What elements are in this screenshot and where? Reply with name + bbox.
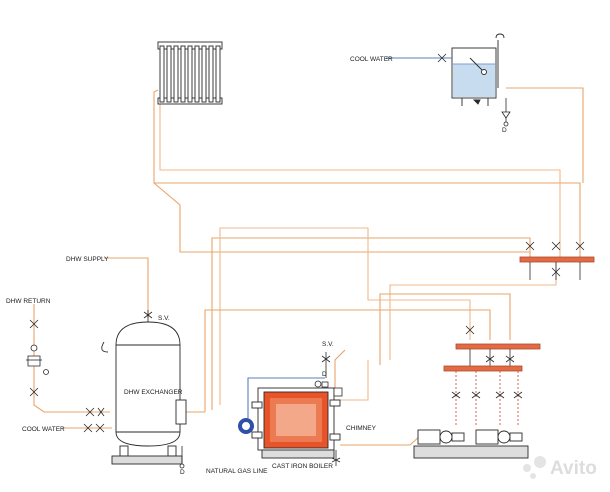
label-drain-top: D	[502, 127, 507, 134]
exchanger-base	[111, 455, 183, 465]
manifold-valves	[451, 325, 523, 399]
pump-1	[417, 429, 465, 445]
boiler-to-pumps-pipe	[340, 435, 421, 446]
watermark-text: Avito	[550, 458, 597, 479]
chimney	[333, 387, 343, 397]
header-feed-pipe-3	[204, 309, 491, 412]
overflow-pipe	[495, 33, 505, 88]
label-dhw-supply: DHW SUPPLY	[66, 256, 109, 263]
expansion-tank	[451, 33, 505, 106]
supply-manifold	[455, 343, 541, 366]
diagram-labels: COOL WATER DHW SUPPLY DHW RETURN COOL WA…	[6, 56, 507, 476]
boiler-base	[261, 449, 335, 459]
sv-exchanger-valve	[143, 310, 153, 322]
exchanger-flange	[175, 399, 187, 425]
boiler-header-pipe	[338, 360, 369, 401]
boiler-cold-feed-pipe	[247, 377, 325, 418]
boiler-drain	[331, 450, 341, 466]
dhw-supply-pipe	[104, 257, 149, 318]
cast-iron-boiler	[251, 387, 341, 459]
expansion-tank-water	[453, 64, 495, 97]
label-cast-iron-boiler: CAST IRON BOILER	[272, 463, 333, 470]
label-sv-boiler: S.V.	[322, 341, 334, 348]
label-dhw-return: DHW RETURN	[6, 298, 51, 305]
upper-header	[519, 256, 595, 280]
dhw-return-pipe	[33, 304, 110, 413]
expansion-line-pipe	[506, 87, 584, 183]
radiator	[157, 41, 223, 105]
label-natural-gas-line: NATURAL GAS LINE	[206, 468, 268, 475]
sv-boiler-valve	[321, 352, 331, 378]
exchanger-drain	[179, 446, 185, 469]
loop-pipe-left	[153, 182, 530, 253]
pump-base	[413, 445, 529, 459]
radiator-supply-pipe	[153, 89, 581, 257]
radiator-return-pipe	[159, 100, 561, 257]
label-chimney: CHIMNEY	[346, 425, 377, 432]
return-manifold	[443, 365, 523, 426]
label-cool-water-left: COOL WATER	[22, 426, 65, 433]
tank-drain-valve	[501, 98, 511, 127]
boiler-supply-pipe	[334, 349, 346, 390]
label-dhw-exchanger: DHW EXCHANGER	[124, 389, 183, 396]
label-cool-water-top: COOL WATER	[350, 56, 393, 63]
dhw-exchanger	[101, 321, 187, 465]
dhw-return-valves	[26, 319, 105, 417]
header-feed-pipe-1	[211, 237, 531, 410]
float-valve	[469, 57, 483, 71]
exchanger-shell	[115, 321, 181, 447]
pump-2	[475, 429, 523, 445]
label-drain-boiler: D	[322, 371, 327, 378]
radiator-fins	[159, 45, 221, 103]
upper-header-valves	[525, 241, 585, 277]
avito-watermark: Avito	[523, 456, 597, 479]
gas-burner-icon	[238, 418, 254, 434]
circulation-pumps	[413, 429, 529, 459]
pipe-network	[33, 87, 584, 446]
boiler-gauge	[314, 380, 329, 388]
label-sv-exchanger: S.V.	[158, 315, 170, 322]
cool-water-top-valve	[437, 53, 447, 63]
header-feed-pipe-5	[379, 293, 511, 365]
cool-water-left-valves	[83, 423, 105, 433]
label-drain-exchanger: D	[180, 469, 185, 476]
header-feed-pipe-2	[219, 227, 471, 405]
